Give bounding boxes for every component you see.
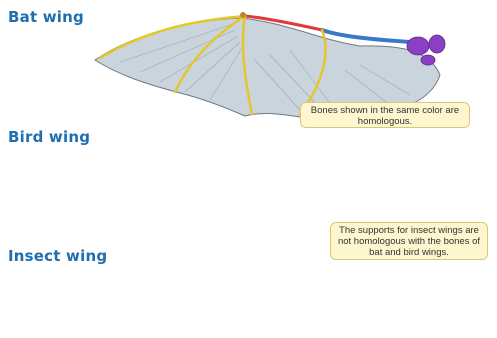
insect-wing-label: Insect wing [8,247,107,265]
bat-thumb-claw [240,12,246,18]
bird-wing-label: Bird wing [8,128,90,146]
bat-wing-label: Bat wing [8,8,84,26]
insect-callout: The supports for insect wings are not ho… [330,222,488,260]
homologous-callout: Bones shown in the same color are homolo… [300,102,470,128]
